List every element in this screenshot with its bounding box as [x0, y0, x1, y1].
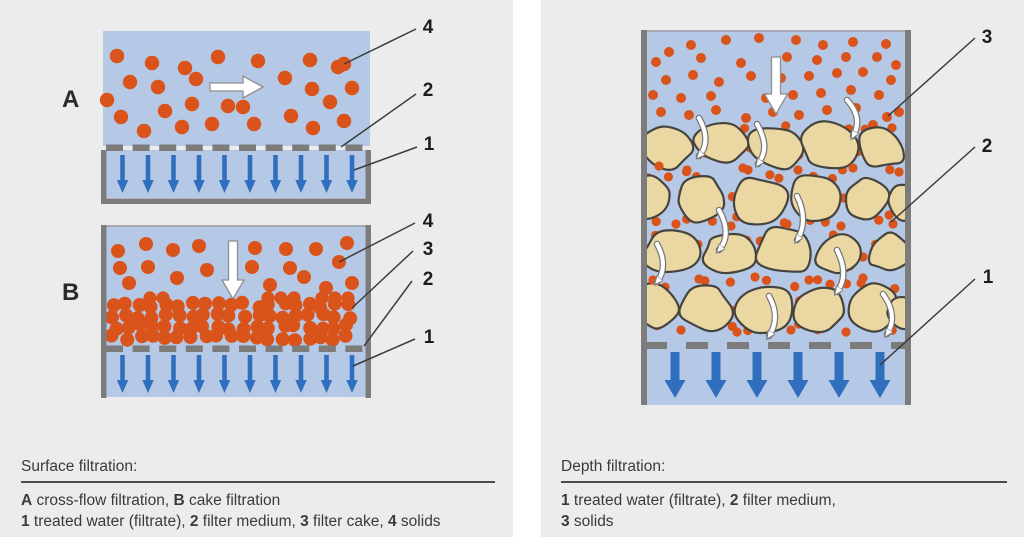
- legend-key: 3: [300, 513, 309, 530]
- callout-number: 1: [424, 134, 435, 155]
- depth-filtration-figure: 3 2 1: [641, 27, 994, 405]
- legend-line-numbers: 1 treated water (filtrate), 2 filter med…: [21, 511, 495, 532]
- callout-number: 1: [983, 267, 994, 288]
- solids-dots-a: [99, 48, 360, 139]
- legend-key: A: [21, 492, 33, 509]
- callout-line: [353, 146, 418, 171]
- legend-line-ab: A cross-flow filtration, B cake filtrati…: [21, 490, 495, 511]
- legend-text: filter medium,: [198, 513, 301, 530]
- callout-number: 2: [423, 269, 434, 290]
- callout-line: [351, 250, 414, 309]
- downflow-arrow-icon: [220, 240, 246, 301]
- filter-cake-layer: [104, 291, 358, 348]
- callout-line: [363, 280, 413, 347]
- inflow-arrow-icon: [763, 56, 789, 116]
- percolation-arrows: [653, 96, 896, 336]
- callouts-surface: 4 2 1 4 3 2 1: [338, 17, 435, 367]
- caption-title: Surface filtration:: [21, 458, 138, 475]
- surface-filtration-caption: Surface filtration: A cross-flow filtrat…: [21, 458, 495, 532]
- legend-key: 1: [561, 492, 570, 509]
- legend-text: treated water (filtrate),: [569, 492, 730, 509]
- legend-text: solids: [569, 513, 614, 530]
- legend-text: treated water (filtrate),: [29, 513, 190, 530]
- filtrate-arrows-a: [116, 155, 358, 193]
- surface-filtration-panel: A B: [0, 0, 513, 537]
- legend-key: 1: [21, 513, 30, 530]
- legend-text: cake filtration: [184, 492, 281, 509]
- callout-line: [352, 338, 416, 367]
- container-depth: [641, 30, 911, 405]
- caption-title: Depth filtration:: [561, 458, 666, 475]
- filter-bed: [647, 33, 905, 337]
- filter-medium-a: [106, 144, 363, 151]
- filtrate-arrows-depth: [664, 352, 891, 398]
- legend-key: B: [173, 492, 185, 509]
- callout-number: 3: [982, 27, 993, 48]
- callout-line: [887, 37, 976, 117]
- depth-filtration-panel: 3 2 1 Depth filtration: 1 treated water …: [541, 0, 1024, 537]
- callout-number: 4: [423, 211, 434, 232]
- container-a: [101, 150, 371, 204]
- crossflow-arrow-icon: [209, 74, 265, 100]
- legend-key: 4: [388, 513, 397, 530]
- diagram-a-label: A: [62, 86, 79, 113]
- filter-medium-b: [106, 345, 363, 352]
- legend-key: 3: [561, 513, 570, 530]
- legend-key: 2: [729, 492, 739, 509]
- solids-dots-b: [111, 236, 359, 295]
- callout-line: [340, 93, 417, 148]
- legend-text: cross-flow filtration,: [32, 492, 174, 509]
- filter-medium-support: [645, 342, 905, 349]
- legend-key: 2: [189, 513, 199, 530]
- diagram-b: B: [62, 225, 371, 398]
- callout-line: [879, 278, 976, 366]
- callout-number: 2: [423, 80, 434, 101]
- callout-number: 3: [423, 239, 434, 260]
- caption-divider: [21, 481, 495, 483]
- container-b: [101, 225, 371, 398]
- diagram-a: A: [62, 31, 371, 204]
- filtrate-arrows-b: [116, 355, 358, 393]
- callouts-depth: 3 2 1: [879, 27, 994, 366]
- callout-number: 2: [982, 136, 993, 157]
- callout-number: 4: [423, 17, 434, 38]
- depth-filtration-caption: Depth filtration: 1 treated water (filtr…: [561, 458, 1007, 532]
- depth-filtration-diagram: 3 2 1: [641, 27, 994, 405]
- surface-filtration-figure: A B: [62, 17, 435, 398]
- caption-divider: [561, 481, 1007, 483]
- legend-text: filter cake,: [308, 513, 388, 530]
- legend-text: solids: [396, 513, 441, 530]
- callout-line: [343, 28, 417, 65]
- legend-line-numbers: 1 treated water (filtrate), 2 filter med…: [561, 490, 1007, 511]
- callout-line: [890, 146, 976, 223]
- callout-number: 1: [424, 327, 435, 348]
- legend-text: filter medium,: [738, 492, 836, 509]
- solids-dots-depth: [648, 33, 904, 130]
- diagram-b-label: B: [62, 279, 79, 306]
- legend-line-numbers-2: 3 solids: [561, 511, 1007, 532]
- callout-line: [338, 222, 416, 263]
